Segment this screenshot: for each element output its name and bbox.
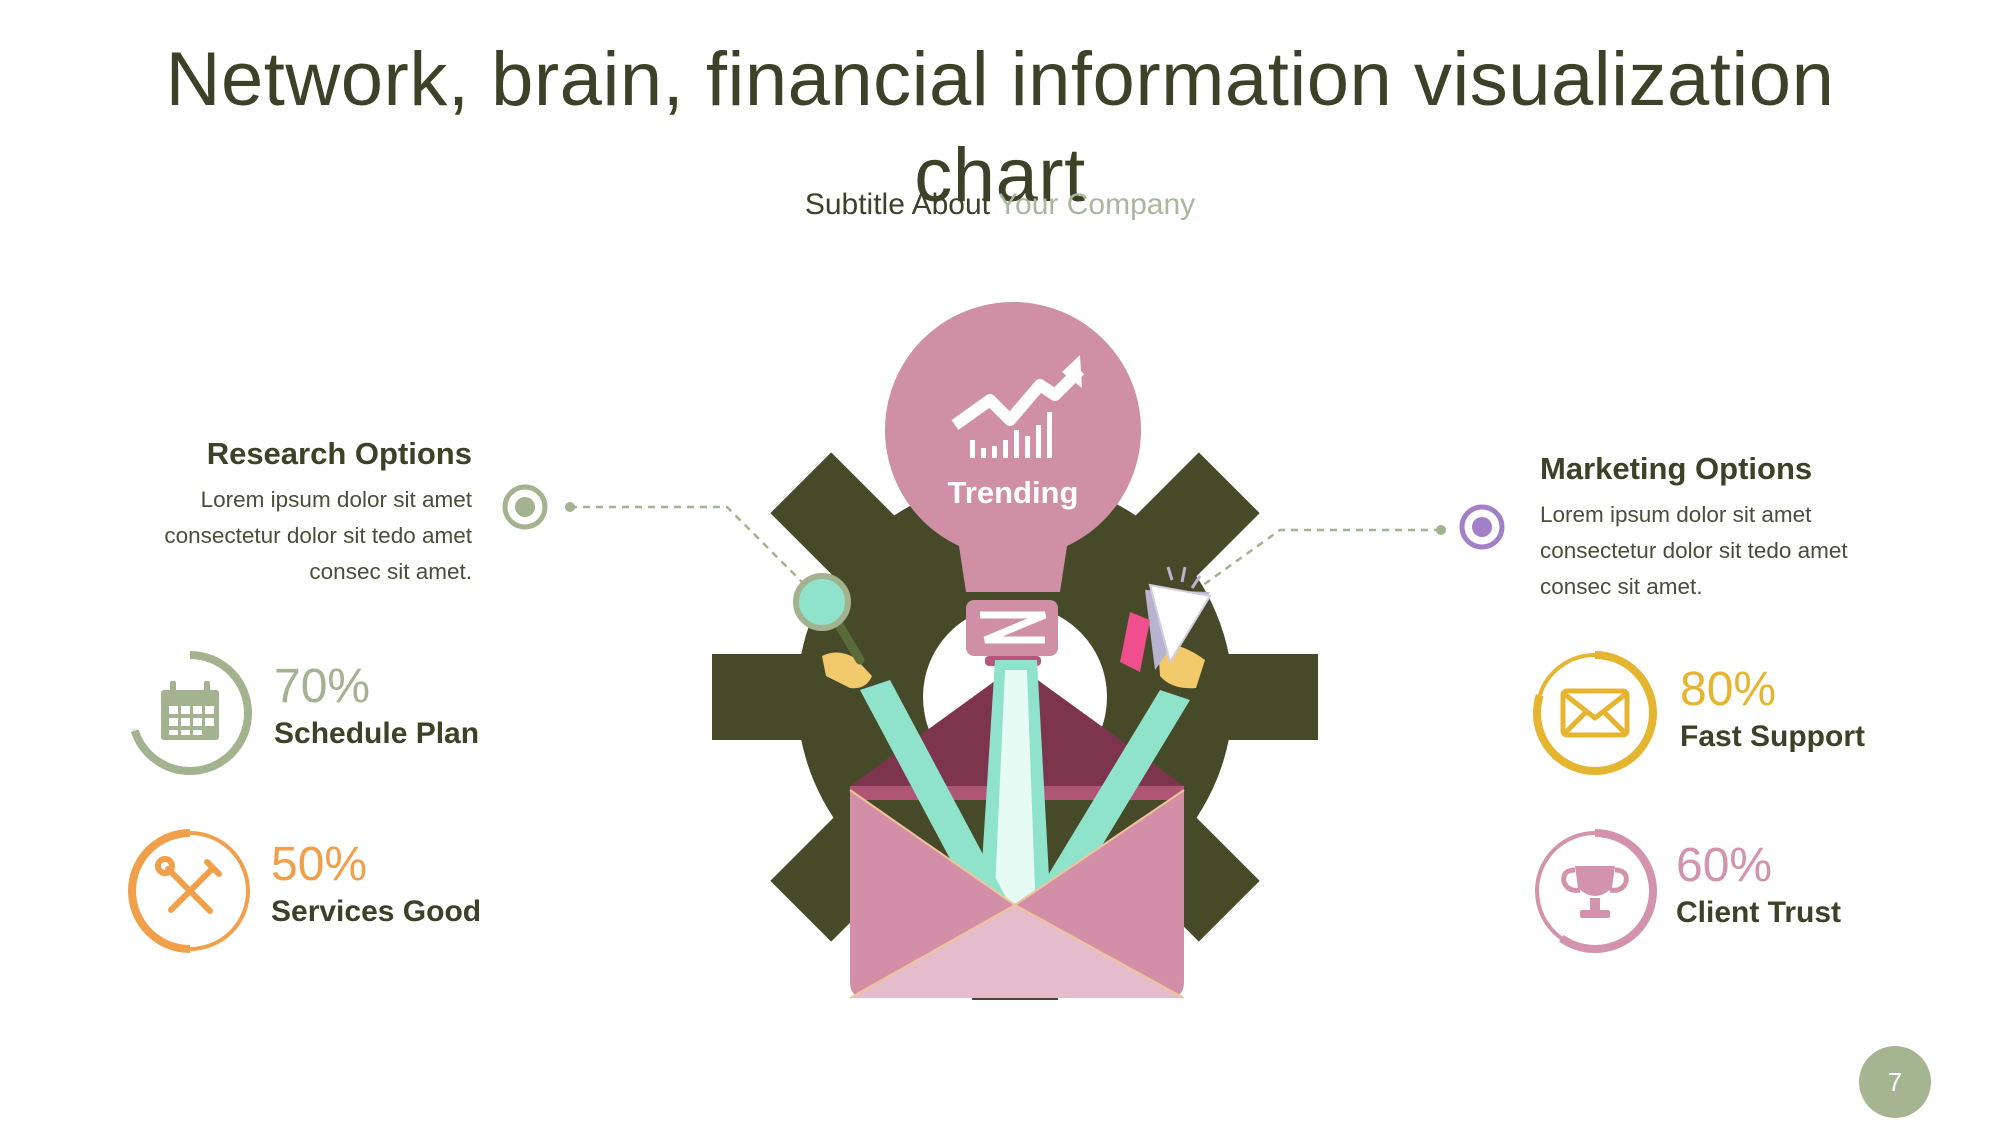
right-arm (1030, 690, 1190, 915)
marketing-line-1: Lorem ipsum dolor sit amet (1540, 502, 1812, 527)
envelope (849, 660, 1190, 999)
megaphone-icon (1120, 566, 1212, 689)
lightbulb: Trending (885, 302, 1141, 666)
page-number-badge: 7 (1859, 1046, 1931, 1118)
research-dot-marker (502, 484, 548, 530)
services-good-ring (128, 829, 252, 953)
schedule-plan-percent: 70% (274, 660, 371, 713)
research-line-2: consectetur dolor sit tedo amet (164, 523, 472, 548)
schedule-plan-label: Schedule Plan (274, 717, 480, 750)
magnifier-icon (793, 573, 872, 689)
research-line-3: consec sit amet. (309, 559, 472, 584)
subtitle-main: Subtitle About (804, 188, 990, 221)
page-title: Network, brain, financial information vi… (165, 37, 1835, 218)
research-dot-center (515, 497, 535, 517)
services-good-label: Services Good (271, 895, 482, 928)
trending-arrow-head (1062, 355, 1082, 388)
research-connector-line (570, 505, 819, 599)
marketing-dot-center (1472, 517, 1492, 537)
research-options-title: Research Options (206, 436, 472, 471)
marketing-options-title: Marketing Options (1540, 451, 1813, 486)
schedule-plan-ring (128, 651, 252, 775)
marketing-line-3: consec sit amet. (1540, 574, 1703, 599)
client-trust-label: Client Trust (1676, 896, 1842, 929)
client-trust-percent: 60% (1676, 839, 1773, 892)
fast-support-ring (1533, 651, 1657, 775)
fast-support-label: Fast Support (1680, 720, 1865, 753)
subtitle-accent: Your Company (997, 188, 1196, 221)
client-trust-ring (1533, 829, 1657, 953)
marketing-options-text: Lorem ipsum dolor sit amet consectetur d… (1540, 497, 1848, 605)
page-subtitle: Subtitle About Your Company (0, 188, 2000, 222)
envelope-icon (1560, 688, 1630, 738)
bulb-label: Trending (948, 475, 1079, 510)
left-arm (860, 680, 1010, 915)
marketing-connector-line (1184, 528, 1441, 600)
tools-icon (155, 856, 222, 914)
trophy-icon (1561, 866, 1629, 918)
research-line-1: Lorem ipsum dolor sit amet (200, 487, 472, 512)
research-options-text: Lorem ipsum dolor sit amet consectetur d… (164, 482, 472, 590)
fast-support-percent: 80% (1680, 663, 1777, 716)
marketing-line-2: consectetur dolor sit tedo amet (1540, 538, 1848, 563)
services-good-percent: 50% (271, 838, 368, 891)
central-illustration: Trending (712, 302, 1318, 1000)
calendar-icon (161, 681, 219, 740)
marketing-dot-marker (1459, 504, 1505, 550)
